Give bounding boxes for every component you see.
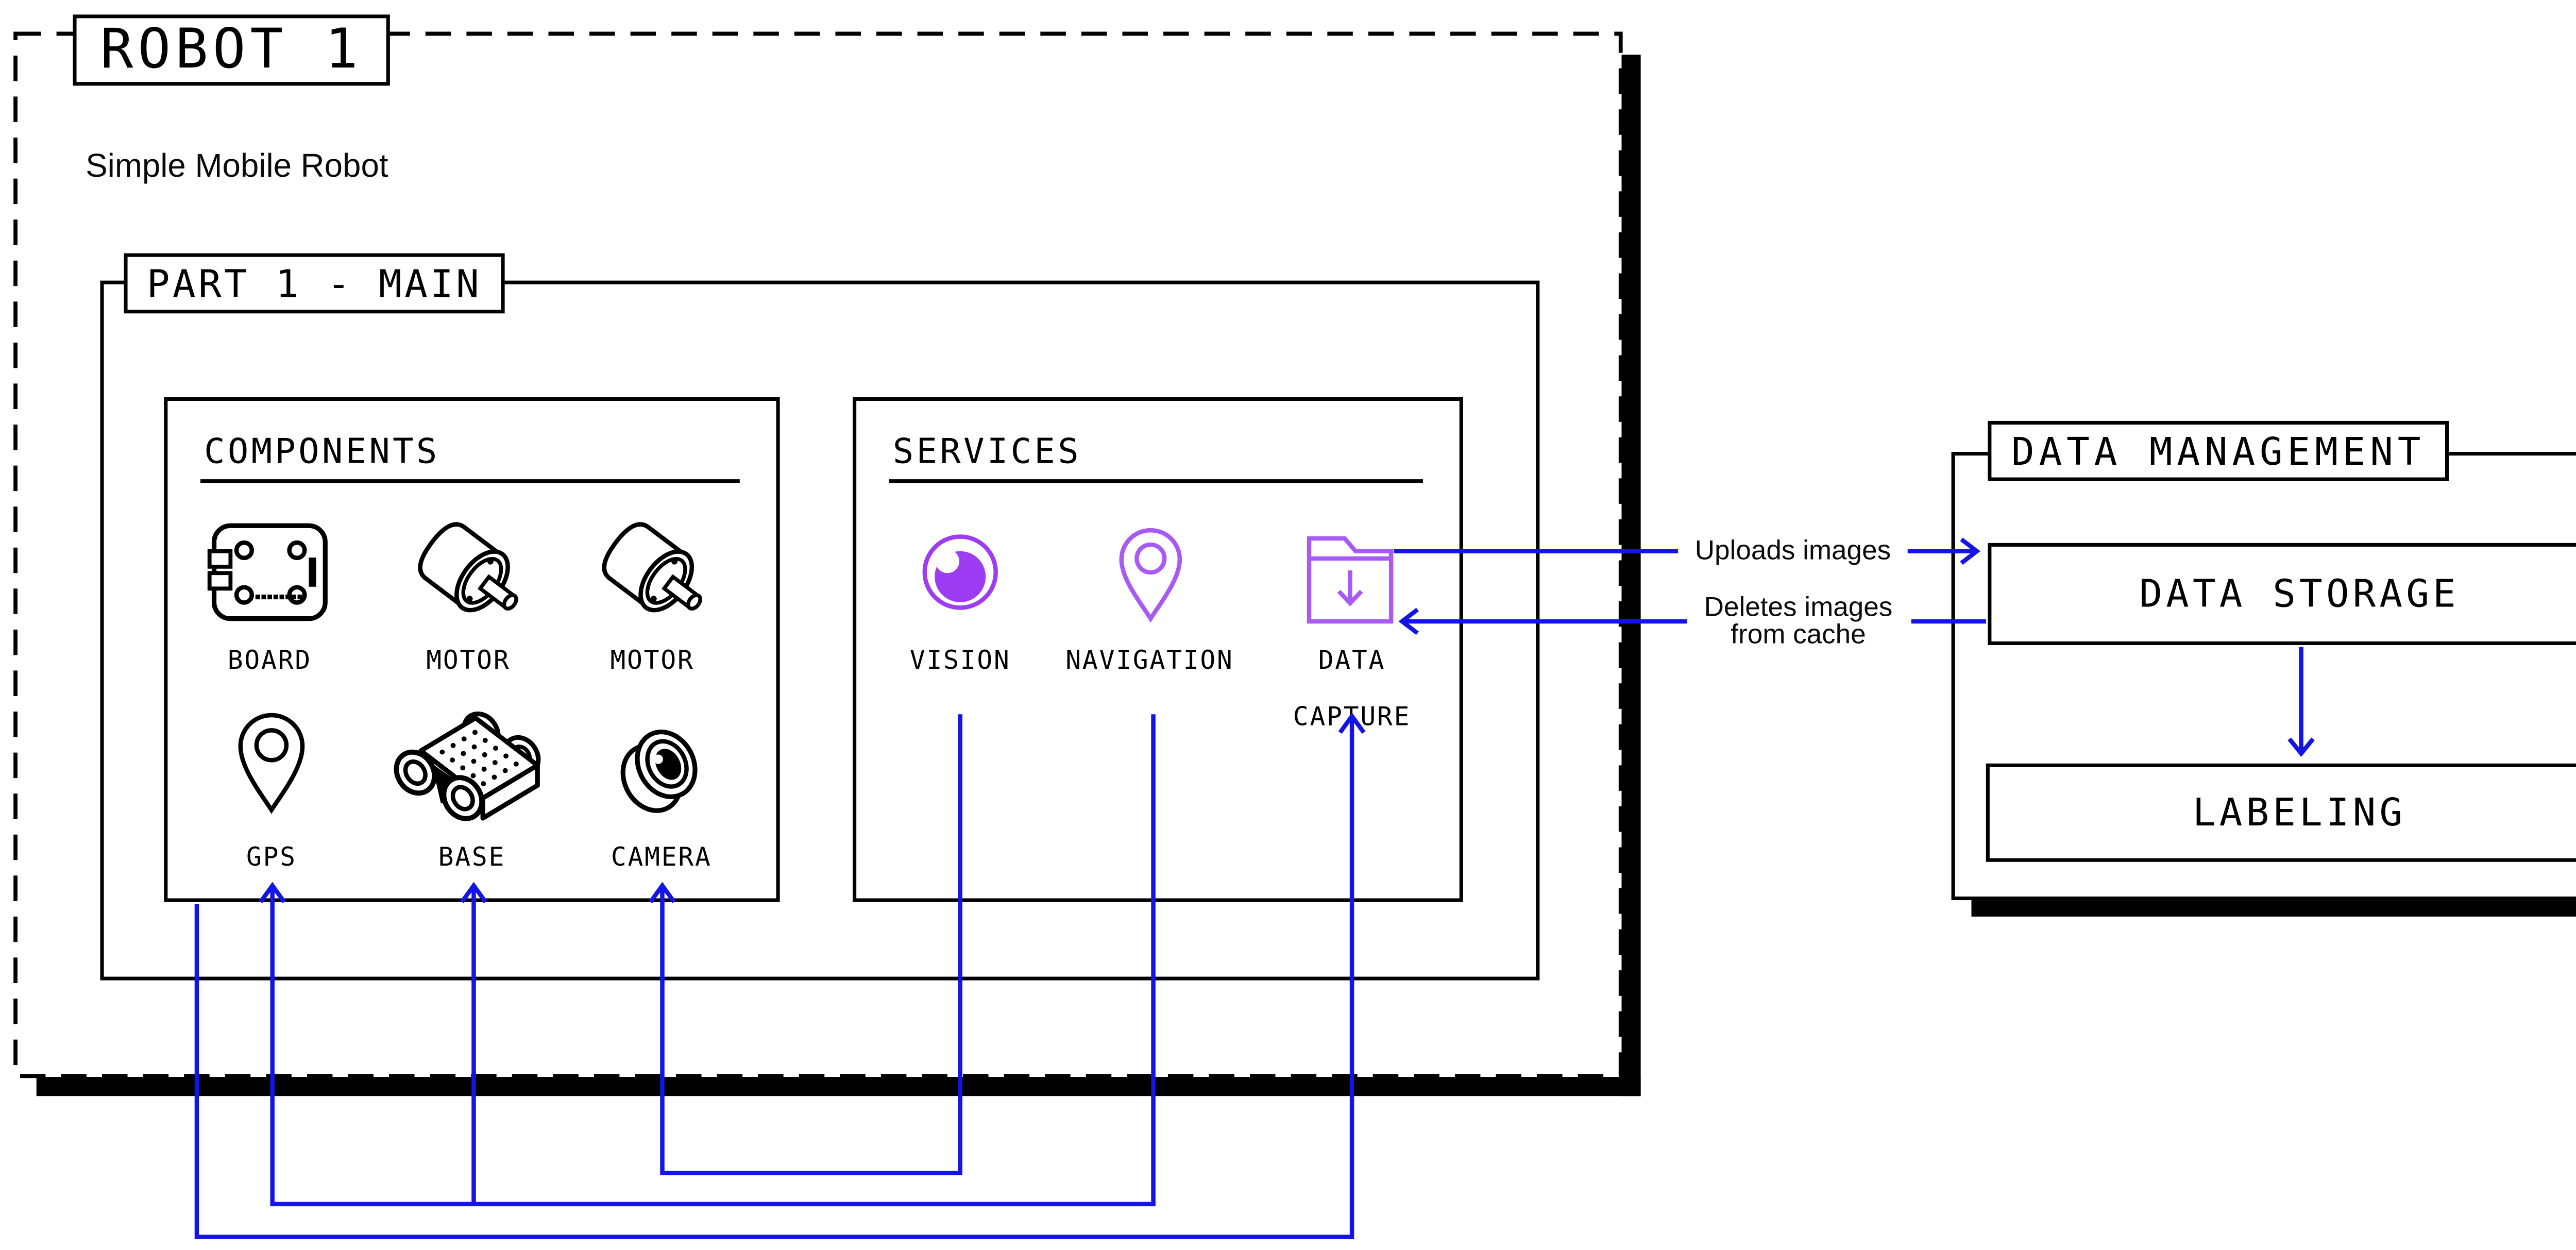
components-to-data-capture-line	[194, 719, 1354, 1239]
data-capture-icon	[1307, 536, 1394, 624]
board-label: BOARD	[227, 647, 312, 677]
components-header: COMPONENTS	[204, 432, 440, 472]
motor-icon	[602, 522, 702, 613]
board-icon	[207, 523, 328, 621]
data-capture-arrowhead-icon	[1338, 712, 1366, 734]
data-storage-box: DATA STORAGE	[1988, 543, 2576, 645]
navigation-icon	[1119, 528, 1182, 623]
base-label: BASE	[438, 843, 506, 873]
robot-title-tag: ROBOT 1	[73, 14, 390, 86]
vision-label: VISION	[909, 647, 1011, 677]
labeling-box: LABELING	[1986, 763, 2576, 862]
base-icon	[394, 711, 541, 821]
data-management-title-tag: DATA MANAGEMENT	[1988, 420, 2449, 481]
robot-subtitle: Simple Mobile Robot	[86, 147, 388, 184]
uploads-arrowhead-icon	[1960, 537, 1981, 565]
deletes-label: Deletes images from cache	[1704, 592, 1893, 651]
services-header: SERVICES	[892, 432, 1081, 472]
camera-label: CAMERA	[611, 843, 712, 873]
camera-icon	[620, 729, 698, 813]
data-management-title: DATA MANAGEMENT	[2011, 429, 2426, 473]
robot-shadow-bottom	[36, 1077, 1641, 1096]
robot-dashed-border	[13, 31, 1623, 1078]
camera-arrowhead-icon	[649, 882, 676, 904]
uploads-label: Uploads images	[1694, 535, 1891, 567]
part1-title-tag: PART 1 - MAIN	[124, 253, 505, 314]
vision-to-camera-line	[660, 714, 962, 1176]
connectors	[194, 537, 2315, 1239]
gps-label: GPS	[246, 843, 297, 873]
components-underline	[200, 479, 740, 483]
navigation-to-gps-base-line	[270, 714, 1156, 1207]
services-underline	[889, 479, 1423, 483]
part1-title: PART 1 - MAIN	[146, 261, 482, 306]
motor2-label: MOTOR	[610, 647, 694, 677]
motor-icon	[418, 522, 518, 613]
robot-title: ROBOT 1	[100, 18, 363, 82]
robot-shadow-right	[1621, 55, 1641, 1096]
labeling-label: LABELING	[2192, 790, 2406, 835]
gps-icon	[238, 713, 305, 814]
deletes-arrowhead-icon	[1398, 607, 1419, 635]
gps-arrowhead-icon	[259, 882, 286, 904]
vision-icon	[922, 534, 998, 610]
data-storage-label: DATA STORAGE	[2139, 572, 2460, 616]
base-arrowhead-icon	[460, 882, 487, 904]
storage-to-labeling-arrowhead-icon	[2287, 737, 2315, 757]
navigation-label: NAVIGATION	[1065, 647, 1234, 677]
motor1-label: MOTOR	[426, 647, 511, 677]
